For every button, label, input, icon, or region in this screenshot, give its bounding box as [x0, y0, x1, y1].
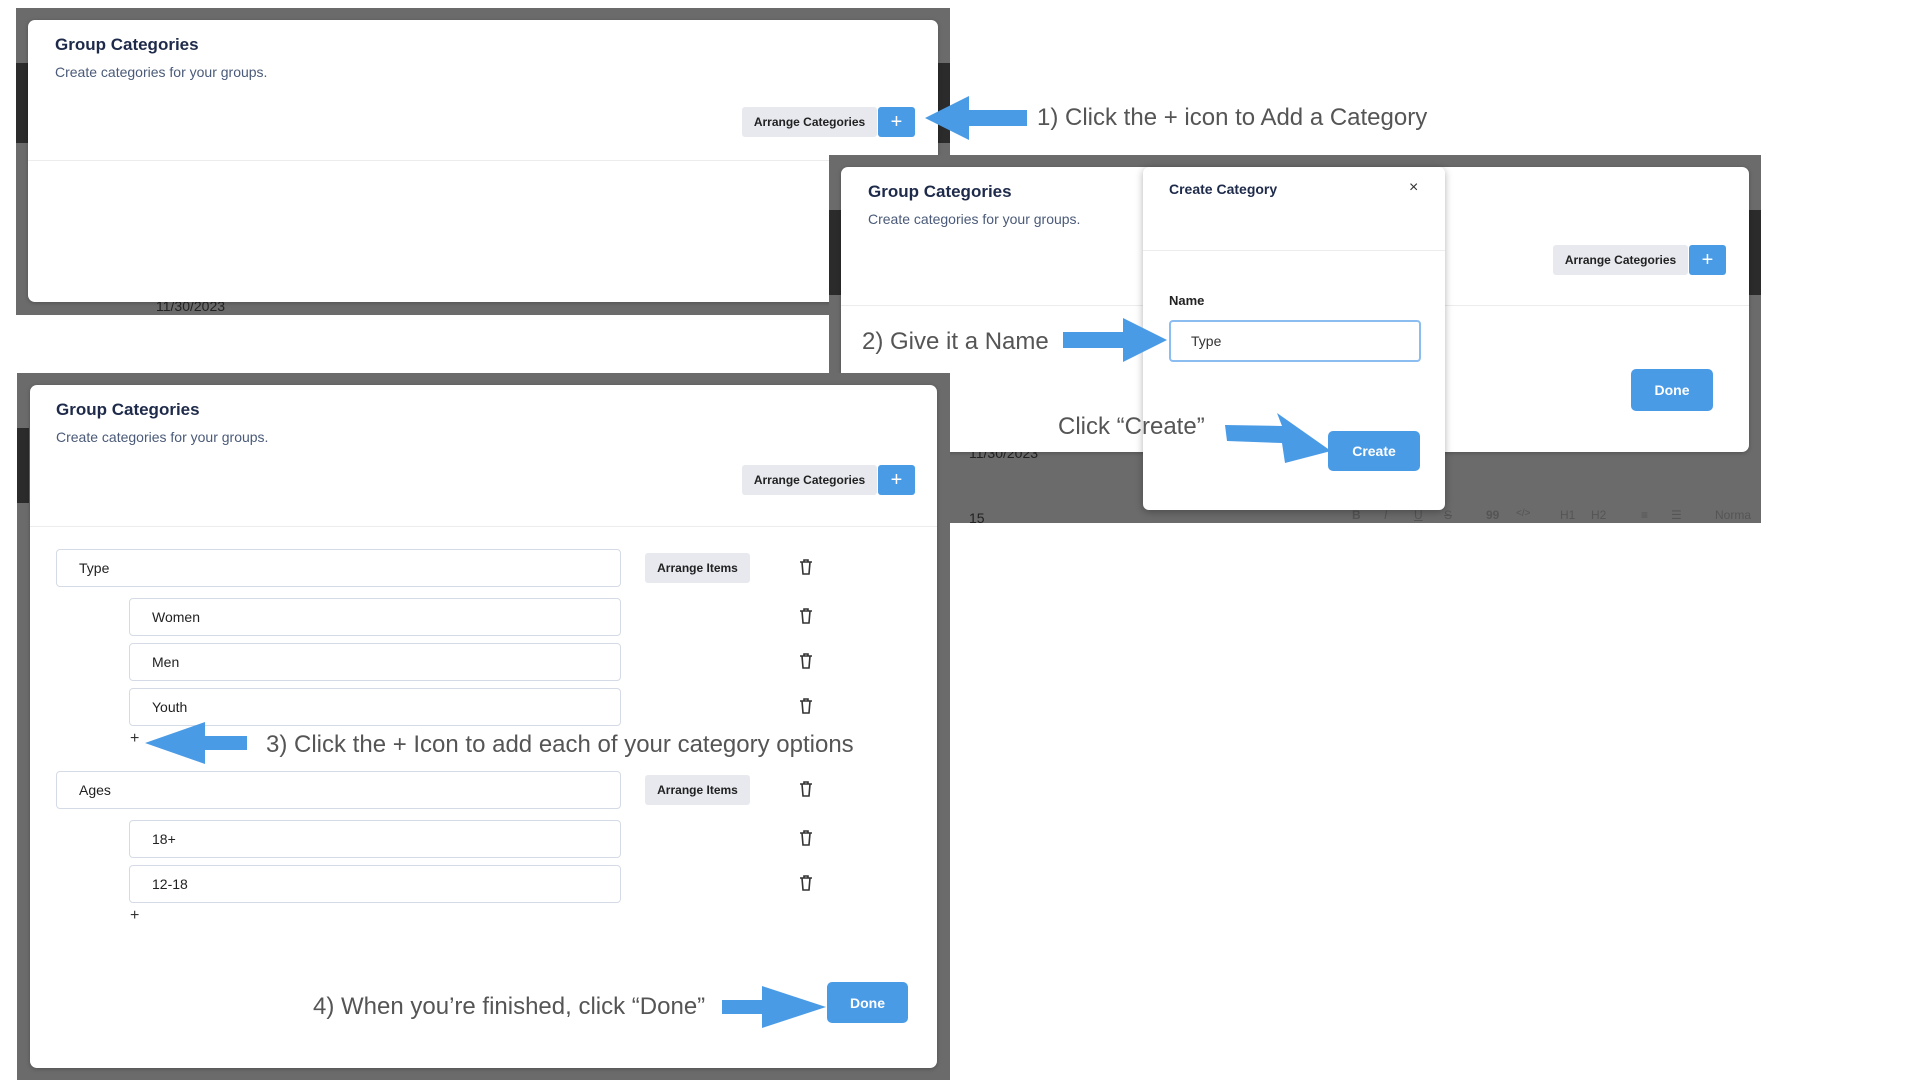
- arrow-left-icon: [925, 96, 1027, 140]
- page-subtitle: Create categories for your groups.: [55, 64, 268, 80]
- bold-icon[interactable]: B: [1352, 508, 1361, 522]
- screenshot-panel-2: 11/30/2023 15 B I U S 99 </> H1 H2 ≡ ☰ N…: [829, 155, 1761, 523]
- background-strip: [16, 63, 28, 143]
- strike-icon[interactable]: S: [1444, 508, 1453, 522]
- arrange-categories-button[interactable]: Arrange Categories: [1553, 245, 1688, 275]
- annotation-step-3: 3) Click the + Icon to add each of your …: [266, 731, 854, 758]
- heading1-icon[interactable]: H1: [1560, 508, 1576, 522]
- underline-icon[interactable]: U: [1414, 508, 1423, 522]
- done-button[interactable]: Done: [1631, 369, 1713, 411]
- annotation-step-4: 4) When you’re finished, click “Done”: [313, 993, 706, 1020]
- code-icon[interactable]: </>: [1516, 508, 1531, 519]
- bullet-list-icon[interactable]: ☰: [1671, 508, 1682, 522]
- trash-icon[interactable]: [798, 874, 814, 892]
- divider: [28, 160, 938, 161]
- item-input[interactable]: [129, 598, 621, 636]
- text-style-select[interactable]: Norma: [1715, 508, 1752, 522]
- page-title: Group Categories: [868, 182, 1012, 201]
- add-category-button[interactable]: +: [1689, 245, 1726, 275]
- page-subtitle: Create categories for your groups.: [868, 211, 1081, 227]
- background-strip: [1749, 210, 1761, 295]
- modal-title: Create Category: [1169, 181, 1278, 197]
- add-category-button[interactable]: +: [878, 107, 915, 137]
- page-title: Group Categories: [55, 35, 199, 54]
- background-date: 11/30/2023: [156, 298, 226, 314]
- item-input[interactable]: [129, 688, 621, 726]
- arrow-right-icon: [1063, 318, 1167, 362]
- trash-icon[interactable]: [798, 558, 814, 576]
- trash-icon[interactable]: [798, 697, 814, 715]
- item-input[interactable]: [129, 865, 621, 903]
- divider: [1143, 250, 1445, 251]
- arrow-down-right-icon: [1225, 413, 1331, 463]
- screenshot-panel-1: 11/30/2023 Group Categories Create categ…: [16, 8, 950, 315]
- page-subtitle: Create categories for your groups.: [56, 429, 269, 445]
- background-strip: [829, 210, 841, 295]
- add-item-button[interactable]: +: [130, 730, 140, 747]
- page-title: Group Categories: [56, 400, 200, 419]
- group-categories-card: Group Categories Create categories for y…: [28, 20, 938, 302]
- screenshot-panel-3: Group Categories Create categories for y…: [17, 373, 950, 1080]
- group-categories-card: Group Categories Create categories for y…: [30, 385, 937, 1068]
- item-input[interactable]: [129, 820, 621, 858]
- arrange-items-button[interactable]: Arrange Items: [645, 775, 750, 805]
- divider: [30, 526, 937, 527]
- done-button[interactable]: Done: [827, 982, 908, 1023]
- arrange-categories-button[interactable]: Arrange Categories: [742, 465, 877, 495]
- arrange-categories-button[interactable]: Arrange Categories: [742, 107, 877, 137]
- name-input[interactable]: [1169, 320, 1421, 362]
- trash-icon[interactable]: [798, 607, 814, 625]
- category-name-input[interactable]: [56, 549, 621, 587]
- trash-icon[interactable]: [798, 652, 814, 670]
- ordered-list-icon[interactable]: ≡: [1641, 508, 1649, 522]
- name-label: Name: [1169, 293, 1205, 308]
- arrow-right-icon: [722, 986, 826, 1028]
- add-category-button[interactable]: +: [878, 465, 915, 495]
- close-icon[interactable]: ×: [1409, 179, 1419, 196]
- annotation-step-1: 1) Click the + icon to Add a Category: [1037, 104, 1428, 131]
- trash-icon[interactable]: [798, 829, 814, 847]
- category-name-input[interactable]: [56, 771, 621, 809]
- quote-icon[interactable]: 99: [1486, 508, 1500, 522]
- add-item-button[interactable]: +: [130, 907, 140, 924]
- arrange-items-button[interactable]: Arrange Items: [645, 553, 750, 583]
- background-strip: [17, 428, 29, 503]
- heading2-icon[interactable]: H2: [1591, 508, 1607, 522]
- italic-icon[interactable]: I: [1384, 508, 1388, 522]
- annotation-step-2: 2) Give it a Name: [862, 328, 1049, 355]
- item-input[interactable]: [129, 643, 621, 681]
- background-number: 15: [969, 510, 985, 523]
- annotation-click-create: Click “Create”: [1058, 413, 1205, 440]
- trash-icon[interactable]: [798, 780, 814, 798]
- arrow-left-icon: [145, 722, 247, 764]
- create-button[interactable]: Create: [1328, 431, 1420, 471]
